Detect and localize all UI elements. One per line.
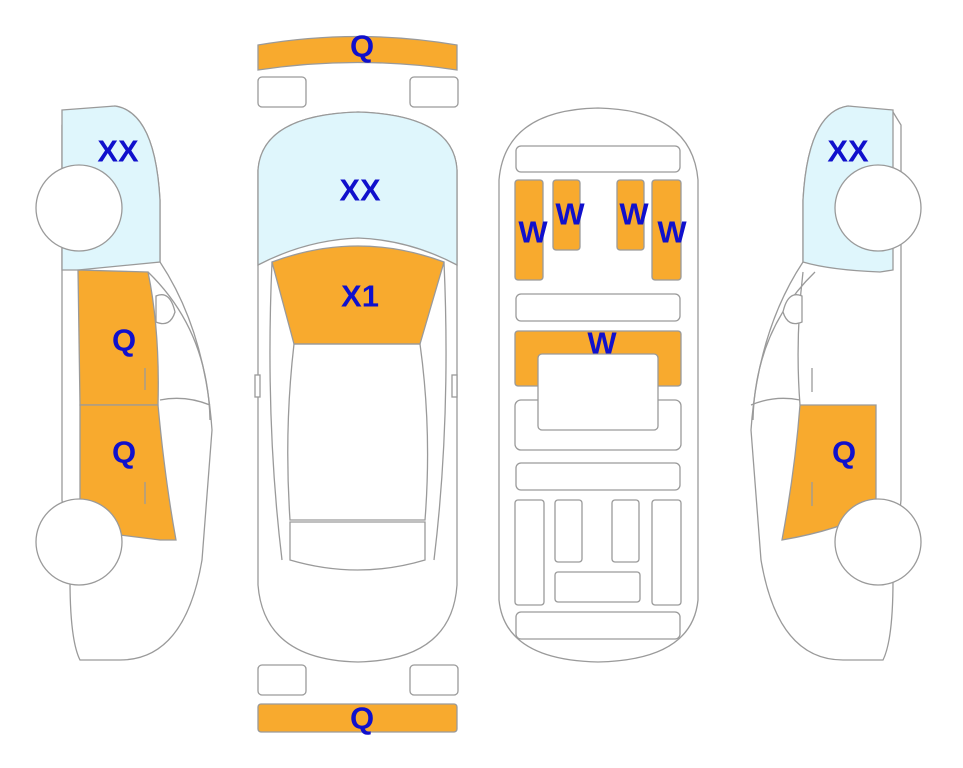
hood-glass	[257, 111, 458, 267]
right-mirror	[782, 294, 803, 325]
trunk-panel	[515, 611, 681, 640]
rear-light-left	[257, 664, 307, 696]
top-right-pillar	[433, 261, 447, 561]
top-left-pillar	[269, 261, 283, 561]
center-console-box	[537, 353, 659, 431]
interior-view: W W W W W	[498, 107, 699, 663]
right-glass-label: XX	[827, 134, 869, 169]
seat-front-right-inner-label: W	[619, 197, 649, 232]
rear-seat-left	[514, 499, 545, 606]
seat-front-left-inner-label: W	[555, 197, 585, 232]
left-side-view: XX Q Q	[35, 105, 213, 661]
roof-glass-label: XX	[339, 173, 381, 208]
top-view: Q XX X1 Q	[254, 29, 459, 736]
front-bumper-label: Q	[350, 29, 374, 64]
right-seam	[750, 397, 801, 406]
seat-front-right-outer	[651, 179, 682, 281]
rear-seat-back	[554, 571, 641, 603]
left-door-line	[147, 271, 211, 421]
dashboard	[515, 145, 681, 173]
left-glass-label: XX	[97, 134, 139, 169]
seat-front-left-inner	[552, 179, 581, 251]
front-light-left	[257, 76, 307, 108]
rear-bumper-panel	[257, 703, 458, 733]
right-front-wheel	[834, 164, 922, 252]
seat-front-left-outer-label: W	[518, 215, 548, 250]
hood-area-label: X1	[341, 279, 379, 314]
front-light-right	[409, 76, 459, 108]
mirror-left-top	[254, 374, 261, 398]
right-door-label: Q	[832, 435, 856, 470]
seat-front-left-outer	[514, 179, 544, 281]
left-rear-wheel	[35, 498, 123, 586]
rear-light-right	[409, 664, 459, 696]
seat-front-right-inner	[616, 179, 645, 251]
mirror-right-top	[451, 374, 458, 398]
left-seam	[159, 397, 211, 406]
left-mirror	[155, 294, 176, 325]
left-rear-door-label: Q	[112, 435, 136, 470]
seat-middle-bench-label: W	[587, 326, 617, 361]
windshield-panel	[271, 245, 445, 345]
left-front-wheel	[35, 164, 123, 252]
rear-divider	[515, 462, 681, 491]
rear-bumper-label: Q	[350, 701, 374, 736]
front-bumper-panel	[257, 35, 458, 71]
seat-front-right-outer-label: W	[657, 215, 687, 250]
console-panel	[515, 293, 681, 322]
right-front-line	[797, 271, 804, 406]
right-side-view: XX Q	[750, 105, 922, 661]
right-rear-wheel	[834, 498, 922, 586]
cabin-outline	[287, 343, 429, 521]
rear-seat-right	[651, 499, 682, 606]
rear-seat-center-right	[611, 499, 640, 563]
left-front-door-label: Q	[112, 323, 136, 358]
rear-seat-center-left	[554, 499, 583, 563]
rear-window	[289, 521, 426, 571]
